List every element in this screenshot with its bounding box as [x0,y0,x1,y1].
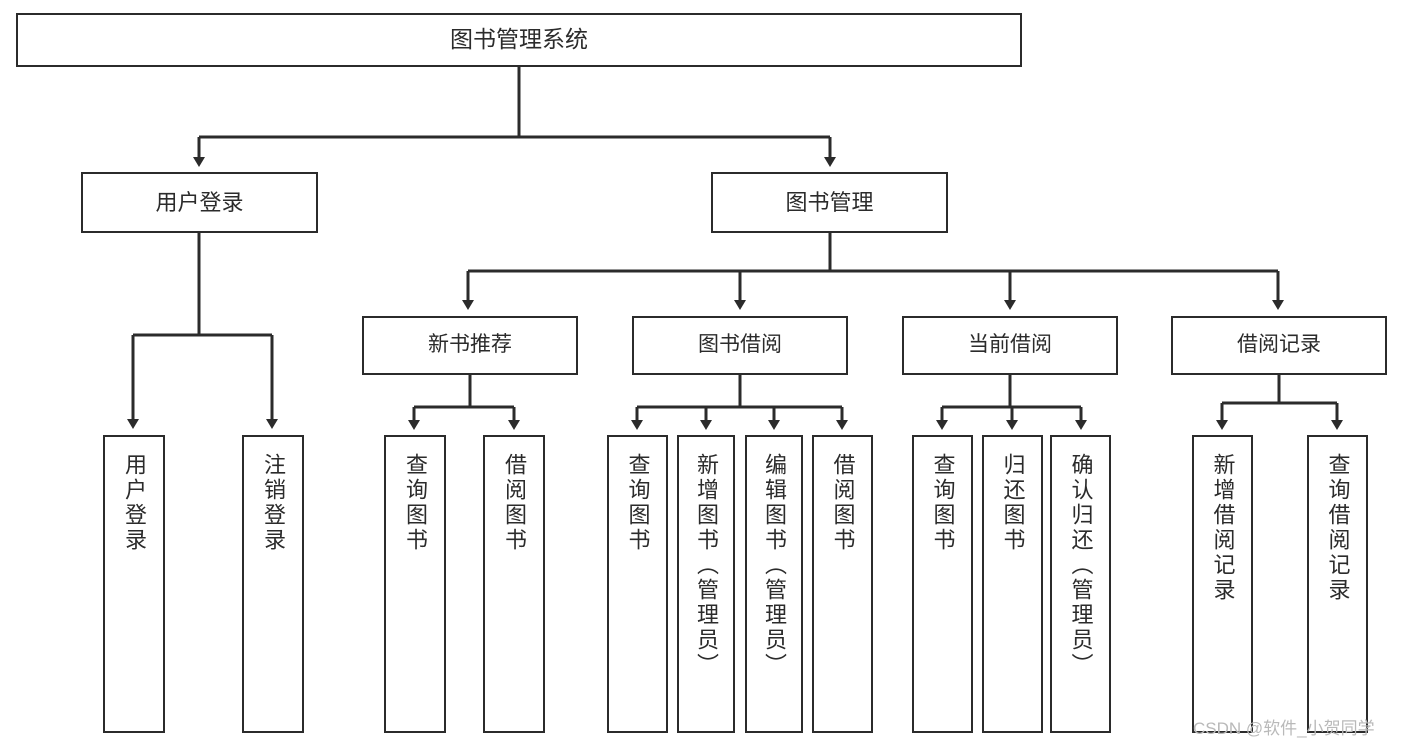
node-label: 当前借阅 [968,333,1052,357]
node-label: 查询图书 [930,453,956,553]
node-label: 编辑图书（管理员） [762,453,787,678]
node-label: 借阅记录 [1237,333,1321,357]
node-label: 新增图书（管理员） [694,453,719,678]
node-label: 图书管理系统 [450,26,588,53]
leaf-book-borrow-edit-book-admin[interactable]: 编辑图书（管理员） [745,435,803,733]
leaf-current-borrow-return-books[interactable]: 归还图书 [982,435,1043,733]
node-label: 用户登录 [122,453,147,553]
node-label: 查询图书 [625,453,651,553]
node-label: 借阅图书 [502,453,527,553]
node-book-management[interactable]: 图书管理 [711,172,948,233]
leaf-borrow-record-query-record[interactable]: 查询借阅记录 [1307,435,1368,733]
node-label: 用户登录 [155,189,244,215]
leaf-current-borrow-query-books[interactable]: 查询图书 [912,435,973,733]
node-root-book-management-system[interactable]: 图书管理系统 [16,13,1022,67]
leaf-new-book-query-books[interactable]: 查询图书 [384,435,446,733]
node-label: 确认归还（管理员） [1068,453,1094,678]
leaf-current-borrow-confirm-return-admin[interactable]: 确认归还（管理员） [1050,435,1111,733]
leaf-new-book-borrow-books[interactable]: 借阅图书 [483,435,545,733]
node-label: 图书管理 [785,189,874,215]
node-current-borrow[interactable]: 当前借阅 [902,316,1118,375]
node-label: 新书推荐 [428,333,512,357]
csdn-watermark: CSDN @软件_小贺同学 [1193,719,1375,738]
leaf-book-borrow-add-book-admin[interactable]: 新增图书（管理员） [677,435,735,733]
leaf-user-login-signin[interactable]: 用户登录 [103,435,165,733]
node-label: 归还图书 [1000,453,1026,553]
leaf-book-borrow-borrow-books[interactable]: 借阅图书 [812,435,873,733]
node-label: 注销登录 [261,453,286,553]
leaf-user-login-signout[interactable]: 注销登录 [242,435,304,733]
node-label: 图书借阅 [698,333,782,357]
node-label: 借阅图书 [830,453,856,553]
leaf-borrow-record-add-record[interactable]: 新增借阅记录 [1192,435,1253,733]
leaf-book-borrow-query-books[interactable]: 查询图书 [607,435,668,733]
node-borrow-record[interactable]: 借阅记录 [1171,316,1387,375]
node-book-borrow[interactable]: 图书借阅 [632,316,848,375]
node-label: 新增借阅记录 [1210,453,1236,603]
node-new-book-recommend[interactable]: 新书推荐 [362,316,578,375]
node-label: 查询图书 [403,453,428,553]
node-label: 查询借阅记录 [1325,453,1351,603]
node-user-login[interactable]: 用户登录 [81,172,318,233]
